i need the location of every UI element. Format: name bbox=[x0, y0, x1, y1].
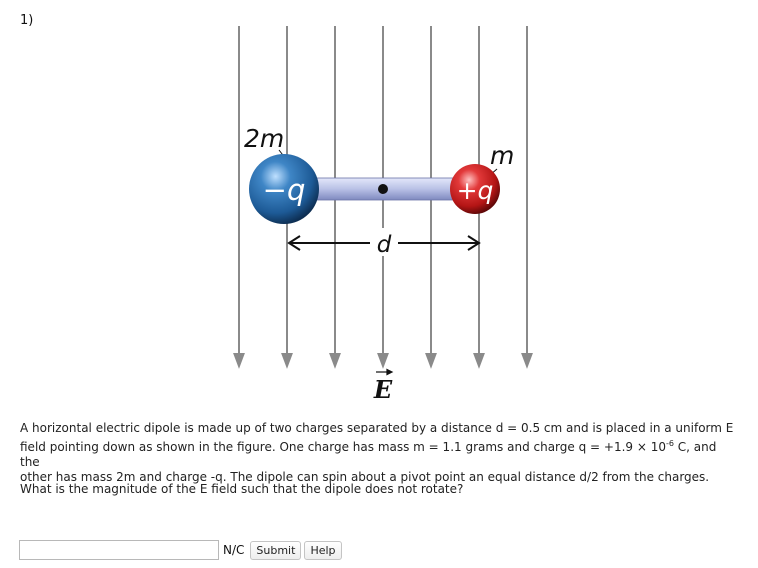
distance-arrow bbox=[287, 235, 481, 251]
answer-row: N/C Submit Help bbox=[19, 539, 342, 561]
field-label: E bbox=[373, 375, 393, 404]
positive-charge bbox=[450, 164, 500, 214]
problem-line-1: A horizontal electric dipole is made up … bbox=[20, 421, 734, 435]
negative-charge-label: −q bbox=[263, 173, 306, 207]
positive-charge-label: +q bbox=[457, 176, 494, 205]
question-number: 1) bbox=[20, 13, 34, 28]
distance-label: d bbox=[377, 232, 392, 258]
help-button[interactable]: Help bbox=[304, 540, 342, 560]
field-line bbox=[233, 26, 245, 369]
pivot-point bbox=[378, 184, 388, 194]
vector-arrow-icon bbox=[376, 368, 394, 376]
negative-charge bbox=[249, 154, 319, 224]
problem-line-2: field pointing down as shown in the figu… bbox=[20, 439, 717, 469]
dipole-figure: −q +q 2m m d E bbox=[233, 26, 533, 404]
submit-button[interactable]: Submit bbox=[250, 540, 302, 560]
answer-input[interactable] bbox=[19, 540, 219, 560]
distance-label-bg bbox=[372, 228, 396, 256]
field-label-bg bbox=[369, 369, 397, 401]
problem-line-3: other has mass 2m and charge -q. The dip… bbox=[20, 470, 710, 484]
unit-label: N/C bbox=[223, 543, 245, 557]
mass-right-label: m bbox=[490, 141, 514, 170]
mass-left-label: 2m bbox=[244, 124, 284, 153]
problem-statement: A horizontal electric dipole is made up … bbox=[20, 421, 735, 485]
question-text: What is the magnitude of the E field suc… bbox=[20, 482, 464, 496]
field-line bbox=[521, 26, 533, 369]
